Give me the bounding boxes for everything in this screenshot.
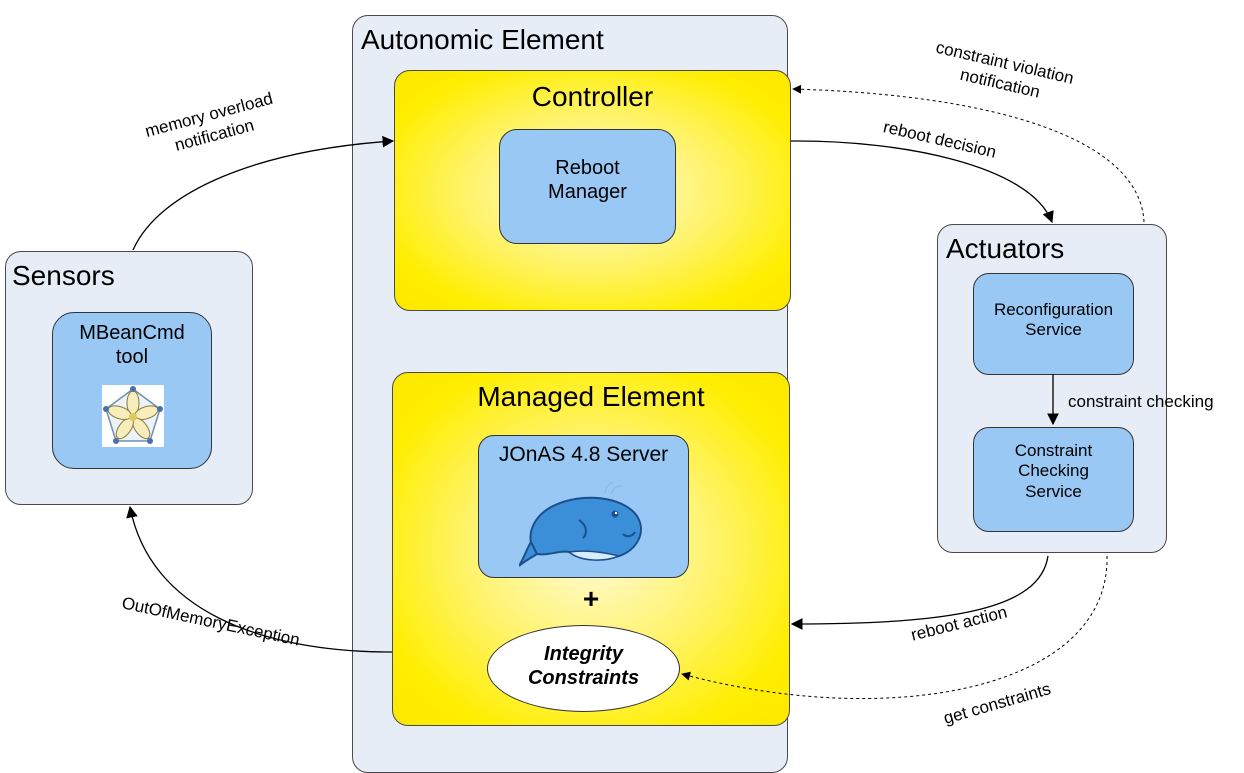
reboot-manager-box: Reboot Manager bbox=[499, 129, 676, 244]
reconfiguration-service-label: Reconfiguration Service bbox=[993, 300, 1114, 340]
mbeancmd-tool-box: MBeanCmd tool bbox=[52, 312, 212, 469]
mbeancmd-tool-label: MBeanCmd tool bbox=[79, 322, 185, 368]
out-of-memory-label: OutOfMemoryException bbox=[120, 593, 302, 650]
get-constraints-label: get constraints bbox=[941, 679, 1053, 728]
jonas-server-title: JOnAS 4.8 Server bbox=[498, 443, 669, 466]
violation-notification-label: constraint violation notification bbox=[934, 37, 1076, 102]
autonomic-element-title: Autonomic Element bbox=[361, 24, 604, 55]
whale-icon bbox=[519, 481, 642, 567]
reconfiguration-service-box: Reconfiguration Service bbox=[973, 273, 1134, 375]
constraint-checking-service-label: Constraint Checking Service bbox=[1014, 441, 1093, 501]
constraint-checking-label: constraint checking bbox=[1068, 392, 1214, 411]
controller-box: Controller Reboot Manager bbox=[394, 70, 791, 311]
reboot-decision-arrow bbox=[790, 140, 1054, 224]
reboot-action-arrow bbox=[790, 555, 1049, 630]
controller-title: Controller bbox=[531, 81, 654, 112]
reboot-manager-label: Reboot Manager bbox=[548, 157, 627, 203]
managed-element-title: Managed Element bbox=[477, 381, 705, 412]
jonas-server-box: JOnAS 4.8 Server bbox=[478, 435, 689, 578]
managed-element-box: Managed Element JOnAS 4.8 Server + Integ… bbox=[392, 372, 790, 726]
memory-overload-label: memory overload notification bbox=[142, 88, 275, 156]
sensors-panel: Sensors MBeanCmd tool bbox=[5, 251, 253, 505]
integrity-constraints-ellipse: Integrity Constraints bbox=[487, 625, 680, 712]
reboot-action-label: reboot action bbox=[909, 602, 1010, 645]
integrity-constraints-label: Integrity Constraints bbox=[527, 643, 640, 689]
actuators-title: Actuators bbox=[946, 233, 1065, 264]
constraint-checking-service-box: Constraint Checking Service bbox=[973, 427, 1134, 532]
pentagon-flower-icon bbox=[102, 385, 164, 447]
plus-sign: + bbox=[582, 583, 600, 614]
reboot-decision-label: reboot decision bbox=[881, 117, 999, 162]
sensors-title: Sensors bbox=[12, 260, 115, 291]
actuators-panel: Actuators Reconfiguration Service Constr… bbox=[937, 224, 1167, 553]
